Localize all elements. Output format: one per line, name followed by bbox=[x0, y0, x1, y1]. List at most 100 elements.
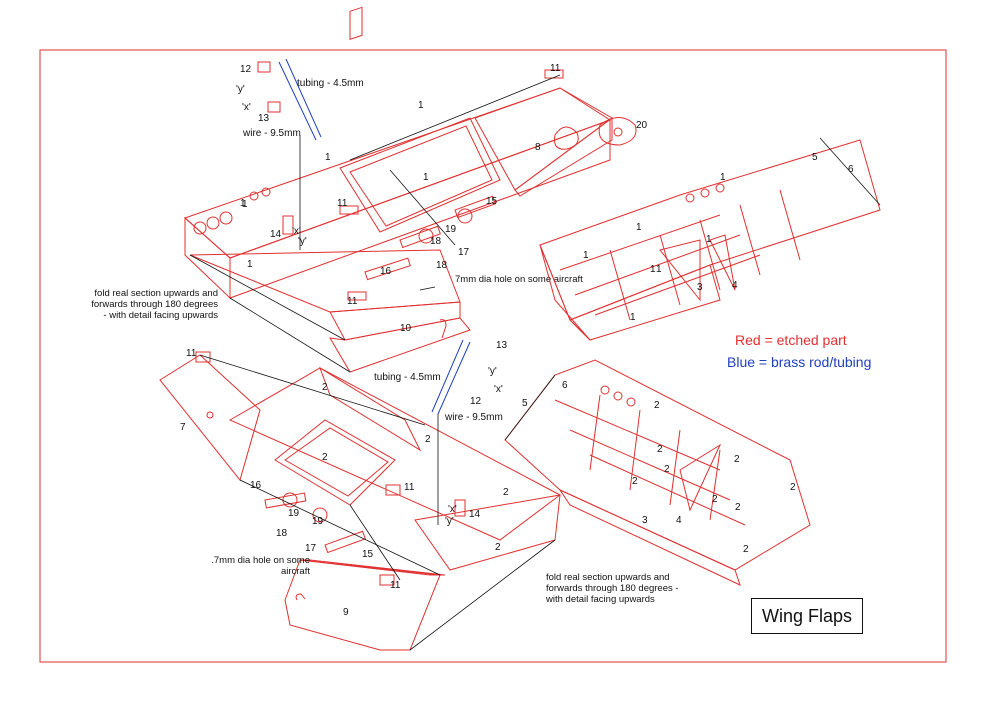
label-19: 19 bbox=[445, 224, 457, 235]
lower-labels: 11 7 2 2 2 13 'y' 'x' 12 tubing - 4.5mm … bbox=[180, 340, 679, 618]
label-12: 12 bbox=[240, 64, 252, 75]
label-1-f: 1 bbox=[242, 199, 248, 210]
part-11-mid bbox=[339, 205, 359, 215]
part-8-top bbox=[474, 87, 613, 191]
part-14 bbox=[282, 215, 294, 235]
lr-label-2-d: 2 bbox=[664, 464, 670, 475]
l-label-13: 13 bbox=[496, 340, 508, 351]
part-17 bbox=[418, 228, 434, 244]
part-14-lower bbox=[454, 499, 466, 517]
lower-right-panel bbox=[504, 359, 811, 586]
part-16-lower bbox=[264, 492, 307, 509]
label-1-b: 1 bbox=[325, 152, 331, 163]
l-label-2-e: 2 bbox=[495, 542, 501, 553]
legend-red: Red = etched part bbox=[735, 332, 847, 348]
label-10: 10 bbox=[400, 323, 412, 334]
lr-label-3: 3 bbox=[642, 515, 648, 526]
upper-hole-e bbox=[261, 187, 271, 197]
lower-hole-note-box: .7mm dia hole on some aircraft bbox=[211, 555, 310, 577]
upper-right-side bbox=[569, 264, 721, 341]
lr-label-2-b: 2 bbox=[657, 444, 663, 455]
l-label-9: 9 bbox=[343, 607, 349, 618]
part-9-top bbox=[299, 559, 446, 576]
tubing-lower bbox=[431, 339, 464, 413]
l-label-14: 14 bbox=[469, 509, 481, 520]
ur-label-1-e: 1 bbox=[650, 264, 656, 275]
label-17: 17 bbox=[458, 247, 470, 258]
l-label-yy: 'y' bbox=[445, 516, 454, 527]
upper-hole-b bbox=[206, 216, 220, 230]
l-label-2-a: 2 bbox=[322, 382, 328, 393]
sheet-border bbox=[39, 49, 947, 663]
lr-label-2-f: 2 bbox=[790, 482, 796, 493]
ur-label-6: 6 bbox=[848, 164, 854, 175]
part-13 bbox=[267, 101, 281, 113]
lower-panel-2-box bbox=[414, 494, 561, 571]
ur-label-1-d: 1 bbox=[583, 250, 589, 261]
l-label-x: 'x' bbox=[494, 384, 503, 395]
upper-panel-1-top bbox=[184, 87, 612, 259]
l-label-xx: 'x' bbox=[448, 504, 457, 515]
ur-label-1-g: 1 bbox=[630, 312, 636, 323]
label-11-low: 11 bbox=[347, 296, 358, 307]
label-x: 'x' bbox=[242, 102, 251, 113]
ur-label-1-a: 1 bbox=[720, 172, 726, 183]
part-11-lower-b bbox=[379, 574, 395, 586]
ur-label-3: 3 bbox=[697, 282, 703, 293]
upper-flap-assembly bbox=[184, 6, 637, 373]
ur-label-1-c: 1 bbox=[706, 234, 712, 245]
l-label-16: 16 bbox=[250, 480, 262, 491]
upper-hole-d bbox=[249, 191, 259, 201]
l-label-17: 17 bbox=[305, 543, 317, 554]
l-label-11-c: 11 bbox=[390, 580, 401, 591]
part-11-lower bbox=[347, 291, 367, 301]
upper-hole-note-line: 7mm dia hole on some aircraft bbox=[455, 274, 583, 285]
upper-right-labels: 5 6 1 1 1 1 1 1 3 4 1 bbox=[583, 152, 854, 323]
lr-label-2-e: 2 bbox=[632, 476, 638, 487]
upper-right-grid bbox=[559, 189, 801, 321]
part-7 bbox=[159, 354, 261, 482]
lr-label-2-g: 2 bbox=[712, 494, 718, 505]
l-label-2-d: 2 bbox=[503, 487, 509, 498]
l-wire-label: wire - 9.5mm bbox=[444, 412, 503, 423]
l-label-12: 12 bbox=[470, 396, 482, 407]
lower-flap-assembly bbox=[159, 339, 561, 651]
l-label-2-b: 2 bbox=[425, 434, 431, 445]
lower-right-top bbox=[504, 359, 811, 571]
upper-slot-row bbox=[349, 6, 363, 40]
label-11-mid: 11 bbox=[337, 198, 348, 209]
ur-label-1-b: 1 bbox=[636, 222, 642, 233]
upper-panel-1-side bbox=[229, 119, 611, 299]
ur-label-5: 5 bbox=[812, 152, 818, 163]
upper-right-end bbox=[539, 244, 591, 341]
lower-right-labels: 6 5 2 2 2 2 2 2 2 2 2 3 4 bbox=[522, 380, 796, 555]
label-13: 13 bbox=[258, 113, 270, 124]
upper-panel-1-end bbox=[184, 216, 231, 300]
l-label-y: 'y' bbox=[488, 366, 497, 377]
lr-label-6: 6 bbox=[562, 380, 568, 391]
label-15: 15 bbox=[486, 196, 498, 207]
lr-label-2-i: 2 bbox=[743, 544, 749, 555]
label-14: 14 bbox=[270, 229, 282, 240]
part-11-lower-c bbox=[385, 484, 401, 496]
part-15-lower bbox=[324, 530, 366, 554]
lower-panel-2-slots bbox=[319, 366, 422, 452]
label-1-a: 1 bbox=[418, 100, 424, 111]
part-11-lower-a bbox=[195, 351, 211, 363]
part-10-front bbox=[329, 317, 471, 373]
l-label-2-c: 2 bbox=[322, 452, 328, 463]
label-20: 20 bbox=[636, 120, 648, 131]
l-label-11-b: 11 bbox=[404, 482, 415, 493]
label-1-e: 1 bbox=[247, 259, 253, 270]
upper-hole-c bbox=[219, 211, 233, 225]
label-11-top: 11 bbox=[550, 63, 561, 74]
part-12 bbox=[257, 61, 271, 73]
fin-4 bbox=[709, 234, 736, 291]
part-19 bbox=[457, 208, 473, 224]
part-10-hole bbox=[439, 319, 447, 339]
label-18-a: 18 bbox=[430, 236, 442, 247]
lr-label-2-a: 2 bbox=[654, 400, 660, 411]
label-1-c: 1 bbox=[423, 172, 429, 183]
lower-panel-2-top bbox=[228, 367, 561, 541]
